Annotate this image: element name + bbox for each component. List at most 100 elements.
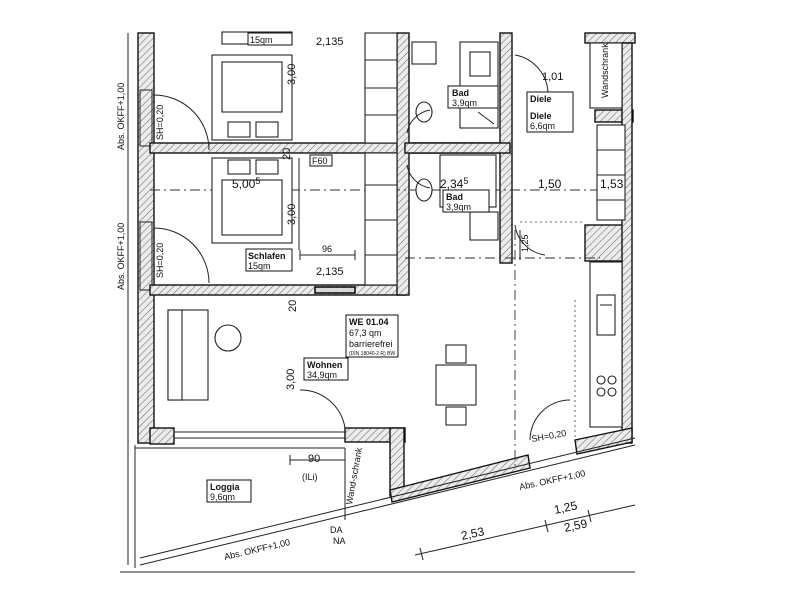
bath-top-shower-tray [469, 51, 491, 77]
kitchen-counter [589, 261, 623, 428]
sofa-back [167, 309, 183, 401]
dim-tick-bottom-c [587, 509, 592, 523]
dim-300-top: 3,00 [286, 64, 298, 85]
okff-left-bottom: Abs. OKFF+1,00 [116, 223, 126, 290]
dim-300-mid: 3,00 [286, 204, 298, 225]
dim-20-b: 20 [281, 148, 293, 160]
label-bad-mid: Bad 3,9qm [442, 189, 490, 213]
we-area: 67,3 qm [349, 328, 382, 338]
wand-schrank-label: Wand-schrank [344, 446, 364, 505]
top-right-wall [584, 32, 636, 44]
diele-area: 6,6qm [530, 121, 555, 131]
diele-name: Diele [530, 111, 552, 121]
dim-125: 1,25 [553, 498, 579, 517]
label-schlafen: Schlafen 15qm [245, 248, 293, 272]
bed-top-pillow-1 [227, 121, 251, 138]
kitchen-sink [596, 294, 616, 336]
label-loggia: Loggia 9,6qm [206, 479, 252, 503]
wardrobe-top [364, 32, 398, 144]
wandschrank-label: Wandschrank [600, 43, 610, 98]
dim-20-a: 20 [287, 300, 299, 312]
bed-top-mattress [221, 61, 283, 113]
door-arc-sh [529, 399, 571, 441]
sh-right: SH=0,20 [531, 428, 567, 444]
wohnen-area: 34,9qm [307, 370, 337, 380]
label-bad-top: Bad 3,9qm [447, 85, 499, 109]
schlafen-area: 15qm [248, 261, 271, 271]
f60-tag: F60 [309, 154, 333, 167]
door-arc-bath-top [406, 109, 431, 134]
we-barrier: barrierefrei [349, 339, 393, 349]
wohnen-name: Wohnen [307, 360, 342, 370]
bed-mid-pillow-2 [255, 159, 279, 175]
dim-259: 2,59 [563, 516, 589, 535]
sh-left-bottom: SH=0,20 [155, 243, 165, 278]
bad-mid-name: Bad [446, 192, 463, 202]
loggia-name: Loggia [210, 482, 240, 492]
schlafen-name: Schlafen [248, 251, 286, 261]
door-arc-left-top [153, 94, 210, 151]
dim-253: 2,53 [460, 524, 486, 543]
bad-top-area: 3,9qm [452, 98, 477, 108]
dim-tick-bottom-a [419, 547, 424, 561]
okff-left-top: Abs. OKFF+1,00 [116, 83, 126, 150]
door-arc-left-bottom [153, 227, 210, 284]
bedroom-living-wall [149, 284, 406, 296]
wandschrank-cabinet [589, 42, 623, 109]
da-label: DA [330, 525, 343, 535]
dining-table [435, 364, 477, 406]
ili-label: (ILi) [302, 472, 318, 482]
bath-mid-toilet [415, 178, 433, 202]
living-step-wall [389, 427, 405, 497]
dim-line-bottom [414, 504, 636, 556]
okff-right: Abs. OKFF+1,00 [518, 468, 586, 492]
hob-4 [607, 387, 617, 397]
dim-96: 96 [322, 244, 332, 254]
dim-153: 1,53 [600, 177, 624, 191]
door-arc-diele-lower [514, 224, 546, 256]
hob-1 [596, 375, 606, 385]
dim-90: 90 [308, 453, 320, 465]
na-label: NA [333, 536, 346, 546]
f60-label: F60 [312, 156, 328, 166]
living-diagonal-wall-left [389, 454, 531, 503]
okff-bottom: Abs. OKFF+1,00 [223, 537, 291, 562]
bad-top-name: Bad [452, 88, 469, 98]
dim-tick-bottom-b [544, 519, 549, 533]
bath-bedroom-wall [396, 32, 410, 296]
bed-mid-mattress [221, 179, 283, 236]
we-small-note: (DIN 18040-2 R) BW [349, 351, 395, 357]
left-window-bottom [139, 221, 153, 291]
dim-150: 1,50 [538, 177, 562, 191]
hob-2 [607, 375, 617, 385]
dim-234: 2,345 [440, 176, 468, 191]
living-diagonal-wall-right [574, 427, 633, 455]
left-exterior-wall [137, 32, 155, 444]
door-arc-living [299, 389, 346, 429]
bed-top-pillow-2 [255, 121, 279, 138]
dim-300-living: 3,00 [285, 369, 297, 390]
building-diagonal-edge-inner [139, 437, 636, 559]
sh-left-top: SH=0,20 [155, 105, 165, 140]
door-arc-bath-mid [406, 164, 431, 189]
living-door-frame [314, 286, 356, 294]
dim-2135-bot: 2,135 [316, 266, 344, 278]
door-arc-diele [514, 54, 549, 96]
dim-234-value: 2,34 [440, 177, 464, 191]
dim-500: 5,005 [232, 176, 260, 191]
coffee-table [214, 324, 242, 352]
we-number: WE 01.04 [349, 317, 389, 327]
label-schlafen-top: 15qm [247, 32, 293, 46]
hob-3 [596, 387, 606, 397]
dim-500-sup: 5 [255, 176, 260, 186]
schlafen-top-area: 15qm [250, 35, 273, 45]
bed-mid-pillow-1 [227, 159, 251, 175]
dim-500-value: 5,00 [232, 177, 256, 191]
diele-closet [596, 124, 626, 221]
loggia-area: 9,6qm [210, 492, 235, 502]
label-diele: Diele Diele 6,6qm [526, 91, 574, 133]
right-exterior-wall [621, 42, 633, 444]
living-bottom-left-wall [149, 427, 175, 445]
bad-mid-area: 3,9qm [446, 202, 471, 212]
